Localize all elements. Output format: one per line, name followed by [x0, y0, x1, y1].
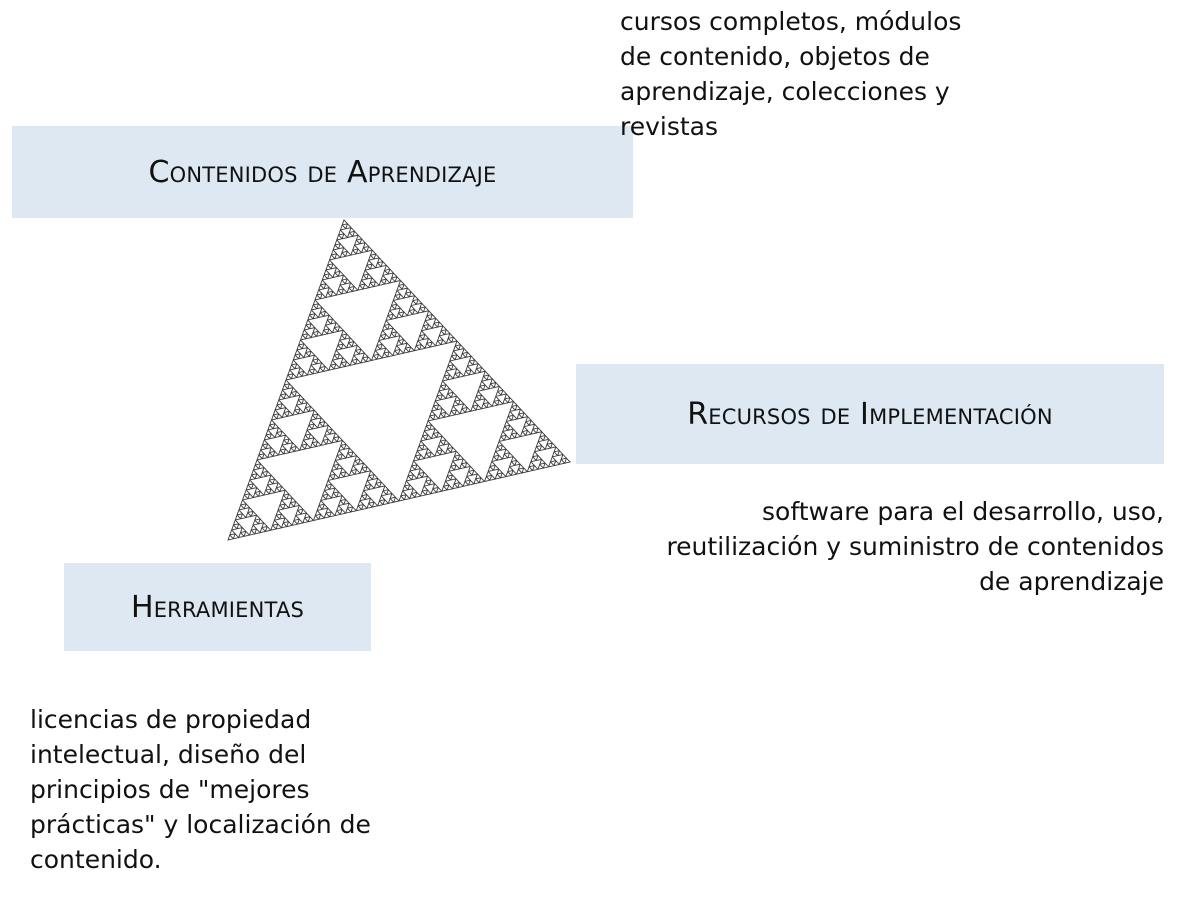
herramientas-box: Herramientas	[64, 563, 371, 651]
contenidos-aprendizaje-title: Contenidos de Aprendizaje	[148, 154, 497, 190]
herramientas-description: licencias de propiedad intelectual, dise…	[30, 705, 371, 874]
sierpinski-triangle-icon	[227, 219, 571, 541]
recursos-implementacion-box: Recursos de Implementación	[576, 364, 1164, 464]
contenidos-aprendizaje-box: Contenidos de Aprendizaje	[12, 126, 633, 218]
herramientas-title: Herramientas	[130, 589, 305, 625]
sierpinski-triangles-path	[227, 219, 571, 541]
sierpinski-fractal-group	[227, 219, 571, 541]
recursos-implementacion-description: software para el desarrollo, uso, reutil…	[666, 497, 1164, 596]
contenidos-aprendizaje-description: cursos completos, módulos de contenido, …	[620, 7, 962, 141]
recursos-implementacion-title: Recursos de Implementación	[687, 396, 1053, 432]
